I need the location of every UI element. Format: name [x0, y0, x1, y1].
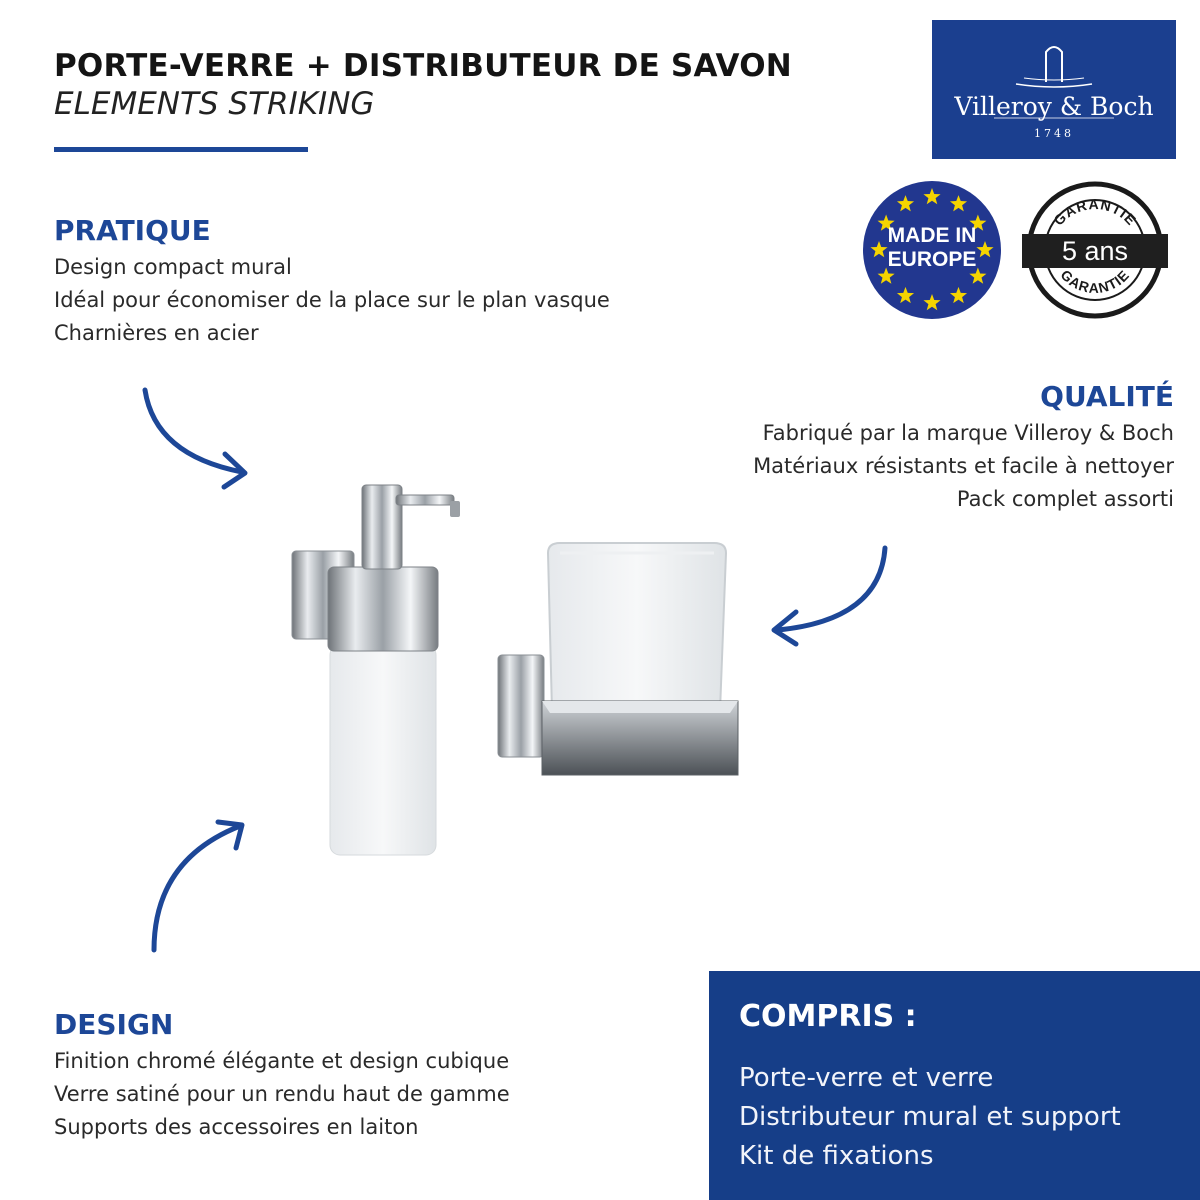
feature-line: Matériaux résistants et facile à nettoye… [753, 454, 1174, 478]
made-in-europe-badge: MADE IN EUROPE [862, 180, 1002, 320]
brand-logo: Villeroy & Boch 1748 [932, 20, 1176, 159]
eu-star-icon [923, 188, 941, 205]
eu-star-icon [877, 214, 895, 231]
eu-star-icon [976, 241, 994, 258]
page-subtitle: ELEMENTS STRIKING [54, 86, 375, 122]
section-design: DESIGN Finition chromé élégante et desig… [54, 1008, 510, 1144]
brand-year: 1748 [1034, 127, 1074, 140]
feature-line: Finition chromé élégante et design cubiq… [54, 1049, 510, 1073]
section-heading: DESIGN [54, 1008, 174, 1041]
eu-star-icon [969, 214, 987, 231]
eu-star-icon [949, 195, 968, 212]
arrow-qualite-icon [771, 545, 888, 647]
list-item: Distributeur mural et support [739, 1102, 1121, 1132]
brand-faucet-icon [994, 46, 1114, 119]
arrow-design-icon [151, 819, 245, 953]
arrow-pratique-icon [142, 387, 248, 490]
warranty-seal-icon: GARANTIE GARANTIE [1022, 181, 1168, 319]
eu-star-icon [896, 195, 915, 212]
section-heading: QUALITÉ [1040, 380, 1174, 413]
europe-badge-line1: MADE IN [887, 224, 977, 247]
list-item: Kit de fixations [739, 1141, 934, 1171]
eu-star-icon [949, 286, 968, 304]
section-qualite: QUALITÉ Fabriqué par la marque Villeroy … [753, 380, 1174, 516]
feature-line: Idéal pour économiser de la place sur le… [54, 288, 610, 312]
eu-star-icon [870, 241, 888, 258]
eu-star-icon [877, 267, 895, 284]
feature-line: Fabriqué par la marque Villeroy & Boch [762, 421, 1174, 445]
eu-stars-icon [863, 181, 1001, 319]
title-underline [54, 147, 308, 152]
feature-line: Charnières en acier [54, 321, 259, 345]
europe-badge-line2: EUROPE [887, 248, 977, 271]
eu-star-icon [896, 286, 915, 304]
compris-list: Porte-verre et verre Distributeur mural … [739, 1059, 1121, 1176]
feature-line: Verre satiné pour un rendu haut de gamme [54, 1082, 510, 1106]
eu-star-icon [923, 294, 941, 311]
brand-name: Villeroy & Boch [954, 92, 1154, 121]
page-title: PORTE-VERRE + DISTRIBUTEUR DE SAVON [54, 48, 792, 84]
section-heading: PRATIQUE [54, 214, 211, 247]
feature-line: Pack complet assorti [956, 487, 1174, 511]
list-item: Porte-verre et verre [739, 1063, 994, 1093]
warranty-badge: GARANTIE GARANTIE 5 ans [1020, 178, 1170, 322]
warranty-value: 5 ans [1061, 236, 1129, 266]
compris-panel: COMPRIS : Porte-verre et verre Distribut… [709, 971, 1200, 1200]
feature-line: Design compact mural [54, 255, 292, 279]
product-image [291, 484, 739, 856]
section-pratique: PRATIQUE Design compact mural Idéal pour… [54, 214, 610, 350]
compris-heading: COMPRIS : [739, 999, 917, 1034]
eu-star-icon [969, 267, 987, 284]
feature-line: Supports des accessoires en laiton [54, 1115, 419, 1139]
